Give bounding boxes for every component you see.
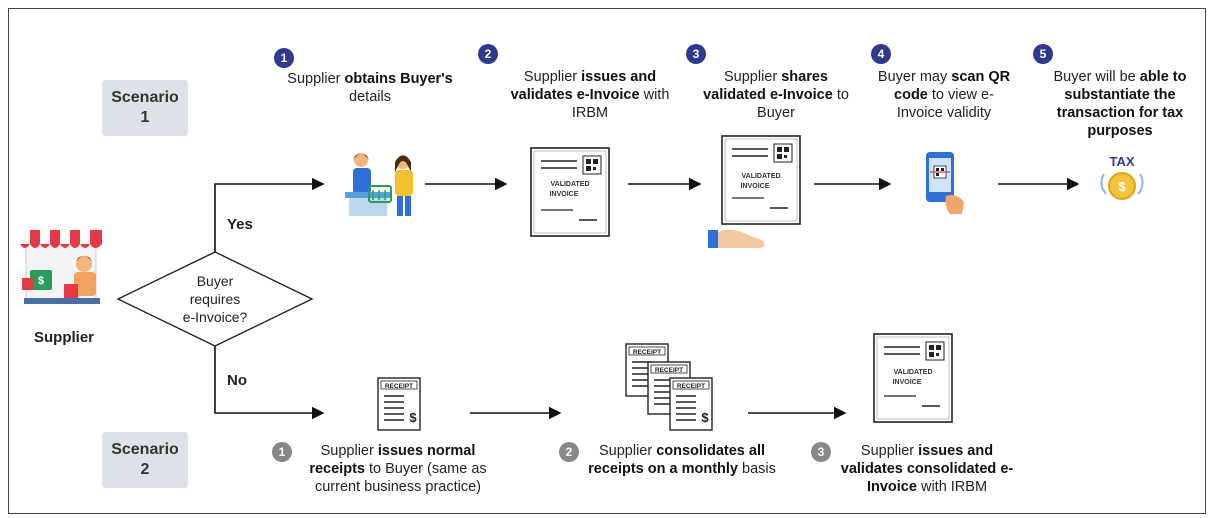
svg-text:RECEIPT: RECEIPT [677,383,705,390]
step-text-s2-1: Supplier issues normal receipts to Buyer… [309,443,487,495]
step-text-s1-1: Supplier obtains Buyer's details [287,71,453,105]
step-text-s1-5: Buyer will be able to substantiate the t… [1053,69,1187,139]
svg-text:TAX: TAX [1109,154,1134,169]
step-badge-s1-5: 5 [1033,44,1053,64]
tax-coin-icon: TAX $ [1100,154,1144,200]
step-text-s2-2: Supplier consolidates all receipts on a … [588,443,776,477]
svg-text:INVOICE: INVOICE [550,191,579,198]
receipt-icon: RECEIPT $ [377,377,421,431]
receipt-stack-icon: RECEIPT RECEIPT RECEIPT $ [625,343,713,431]
scenario-2-box: Scenario 2 [102,432,188,488]
step-badge-s1-1: 1 [274,48,294,68]
step-badge-s1-2: 2 [478,44,498,64]
phone-qr-scan-icon [926,152,964,214]
svg-text:INVOICE: INVOICE [893,379,922,386]
svg-text:RECEIPT: RECEIPT [385,383,413,390]
scenario-1-box: Scenario 1 [102,80,188,136]
shared-invoice-hand-icon: VALIDATED INVOICE [708,135,801,248]
scenario-1-label: Scenario [111,89,179,106]
svg-text:VALIDATED: VALIDATED [550,181,589,188]
supplier-shop-icon: $ [20,230,102,304]
no-connector [214,346,325,420]
no-label: No [227,372,247,389]
svg-text:VALIDATED: VALIDATED [893,369,932,376]
svg-text:$: $ [409,410,417,425]
decision-diamond [116,251,314,347]
step-badge-s2-1: 1 [272,442,292,462]
svg-text:RECEIPT: RECEIPT [655,367,683,374]
scenario-2-label: Scenario [111,441,179,458]
consolidated-invoice-icon: VALIDATED INVOICE [873,333,953,423]
step-text-s1-3: Supplier shares validated e-Invoice to B… [703,69,849,121]
step-text-s1-2: Supplier issues and validates e-Invoice … [510,69,670,121]
step-badge-s1-4: 4 [871,44,891,64]
svg-text:INVOICE: INVOICE [741,183,770,190]
supplier-label: Supplier [34,329,95,346]
scenario-1-number: 1 [140,109,150,126]
svg-text:RECEIPT: RECEIPT [633,349,661,356]
svg-text:VALIDATED: VALIDATED [741,173,780,180]
step-badge-s2-3: 3 [811,442,831,462]
step-badge-s2-2: 2 [559,442,579,462]
yes-label: Yes [227,216,253,233]
diagram-frame [8,8,1206,514]
svg-text:$: $ [701,410,709,425]
scenario-2-number: 2 [140,461,150,478]
validated-invoice-icon-step2: VALIDATED INVOICE [530,147,610,237]
buyer-supplier-people-icon [345,153,413,216]
svg-text:$: $ [1118,179,1126,194]
step-text-s1-4: Buyer may scan QR code to view e-Invoice… [877,69,1011,121]
step-badge-s1-3: 3 [686,44,706,64]
step-text-s2-3: Supplier issues and validates consolidat… [840,443,1014,495]
yes-connector [214,177,325,252]
svg-text:$: $ [38,275,44,287]
